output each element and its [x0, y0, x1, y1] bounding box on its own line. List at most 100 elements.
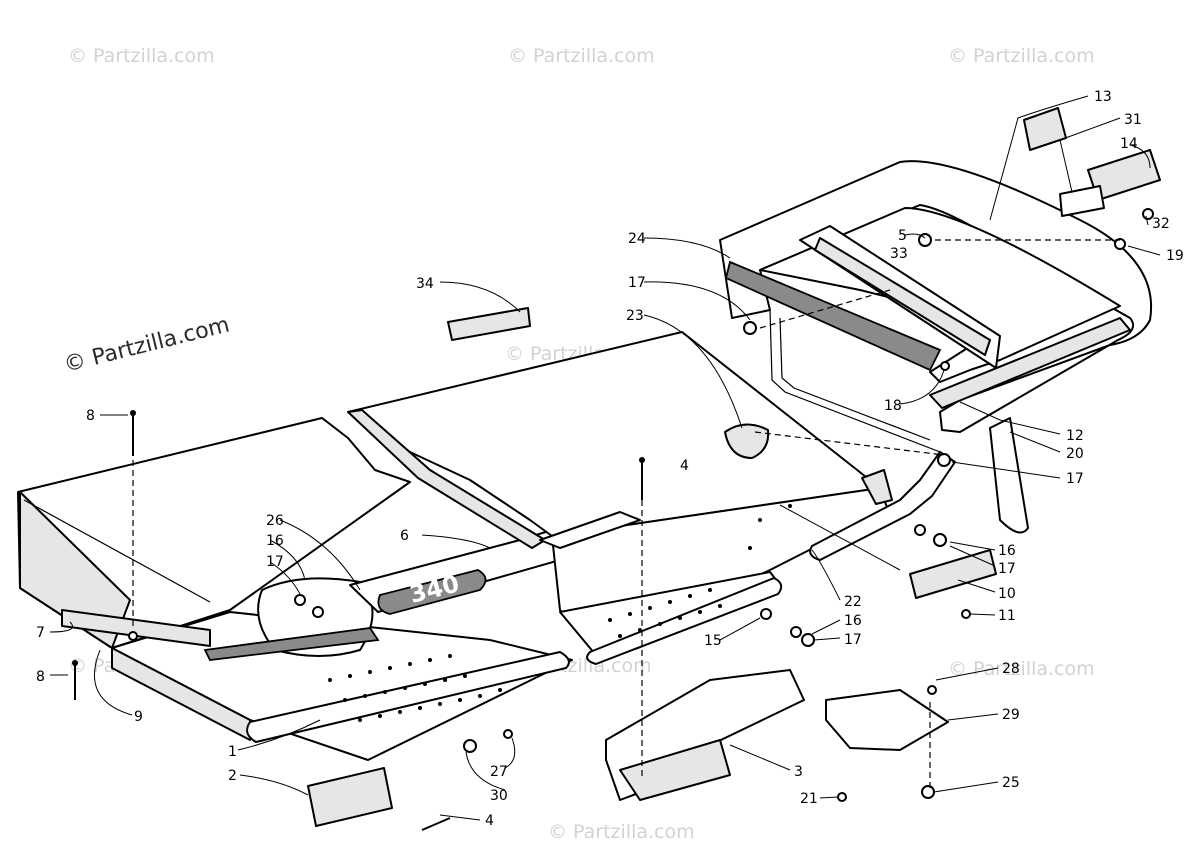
- callout-16: 16: [266, 533, 284, 549]
- callout-20: 20: [1066, 446, 1084, 462]
- callout-22: 22: [844, 594, 862, 610]
- callout-17: 17: [998, 561, 1016, 577]
- callout-6: 6: [400, 528, 409, 544]
- watermark: © Partzilla.com: [68, 45, 215, 67]
- callout-12: 12: [1066, 428, 1084, 444]
- rivet-8-top: [130, 410, 136, 456]
- decal-13: [1023, 107, 1067, 151]
- washer-16-low: [790, 626, 802, 638]
- rear-bumper: [719, 160, 1153, 561]
- callout-19: 19: [1166, 248, 1184, 264]
- watermark: © Partzilla.com: [948, 45, 1095, 67]
- callouts: 13 31 14 32 19 5 33 24 17 23 34 18 12 20…: [36, 89, 1184, 829]
- rivet-line: [23, 499, 211, 603]
- callout-26: 26: [266, 513, 284, 529]
- nut-17-left: [294, 594, 306, 606]
- callout-2: 2: [228, 768, 237, 784]
- callout-7: 7: [36, 625, 45, 641]
- frame-rail: [203, 627, 380, 661]
- callout-17: 17: [628, 275, 646, 291]
- callout-5: 5: [898, 228, 907, 244]
- callout-4: 4: [680, 458, 689, 474]
- taillight-31: [1059, 185, 1105, 217]
- leader-lines: [49, 95, 1161, 821]
- cap-30: [463, 739, 477, 753]
- callout-18: 18: [884, 398, 902, 414]
- callout-13: 13: [1094, 89, 1112, 105]
- callout-29: 29: [1002, 707, 1020, 723]
- screw-18: [940, 361, 950, 371]
- callout-17: 17: [844, 632, 862, 648]
- bolt-27: [503, 729, 513, 739]
- washer-16-left: [312, 606, 324, 618]
- nut-17: [937, 453, 951, 467]
- tunnel-right-edge: [861, 469, 893, 505]
- nut-33: [918, 233, 932, 247]
- washer-16: [914, 524, 926, 536]
- callout-17: 17: [1066, 471, 1084, 487]
- callout-31: 31: [1124, 112, 1142, 128]
- callout-9: 9: [134, 709, 143, 725]
- hinge-plate: [814, 237, 991, 356]
- reflector-2: [307, 767, 393, 827]
- callout-24: 24: [628, 231, 646, 247]
- left-floor-edge: [111, 647, 251, 741]
- callout-10: 10: [998, 586, 1016, 602]
- nut-17-top: [743, 321, 757, 335]
- rivet-4-top: [639, 457, 645, 500]
- washer-8: [128, 631, 138, 641]
- tunnel-top: [347, 331, 881, 537]
- bumper-step: [929, 317, 1131, 409]
- left-running-board: 340: [17, 417, 641, 761]
- callout-15: 15: [704, 633, 722, 649]
- nut-17-mid: [933, 533, 947, 547]
- alignment-lines: [132, 239, 1120, 788]
- callout-33: 33: [890, 246, 908, 262]
- watermark: © Partzilla.com: [548, 821, 695, 843]
- bolt-19: [1114, 238, 1126, 250]
- callout-34: 34: [416, 276, 434, 292]
- angle-bracket: [724, 260, 942, 372]
- nut-32: [1142, 208, 1154, 220]
- callout-30: 30: [490, 788, 508, 804]
- callout-16: 16: [998, 543, 1016, 559]
- callout-1: 1: [228, 744, 237, 760]
- callout-21: 21: [800, 791, 818, 807]
- right-floor-tube: [586, 577, 783, 665]
- callout-25: 25: [1002, 775, 1020, 791]
- decal-34: [447, 307, 531, 341]
- callout-3: 3: [794, 764, 803, 780]
- tunnel: [347, 331, 893, 665]
- rivet-8-bottom: [72, 660, 78, 700]
- callout-28: 28: [1002, 661, 1020, 677]
- left-floor-tube: [246, 651, 570, 743]
- callout-17: 17: [266, 554, 284, 570]
- reflector-10: [909, 549, 997, 599]
- callout-14: 14: [1120, 136, 1138, 152]
- nut-25: [921, 785, 935, 799]
- nut-17-low: [801, 633, 815, 647]
- bolt-28: [927, 685, 937, 695]
- screw-11: [961, 609, 971, 619]
- tunnel-ridge: [539, 511, 641, 549]
- callout-32: 32: [1152, 216, 1170, 232]
- bolt-15: [760, 608, 772, 620]
- hitch-bracket: [989, 417, 1029, 534]
- callout-23: 23: [626, 308, 644, 324]
- hanger-inner: [779, 317, 931, 441]
- support-bracket: [61, 609, 211, 647]
- bracket-29: [825, 689, 949, 751]
- watermark-dark: © Partzilla.com: [61, 312, 232, 377]
- fasteners: [72, 208, 1154, 831]
- watermark: © Partzilla.com: [508, 45, 655, 67]
- screw-21: [837, 792, 847, 802]
- callout-27: 27: [490, 764, 508, 780]
- rivet-4-bottom: [421, 817, 451, 831]
- right-floor-holes: [608, 504, 792, 638]
- left-floor-holes: [328, 654, 502, 722]
- callout-8: 8: [36, 669, 45, 685]
- callout-4: 4: [485, 813, 494, 829]
- watermark: © Partzilla.com: [948, 658, 1095, 680]
- footrest-3-plate: [619, 739, 731, 801]
